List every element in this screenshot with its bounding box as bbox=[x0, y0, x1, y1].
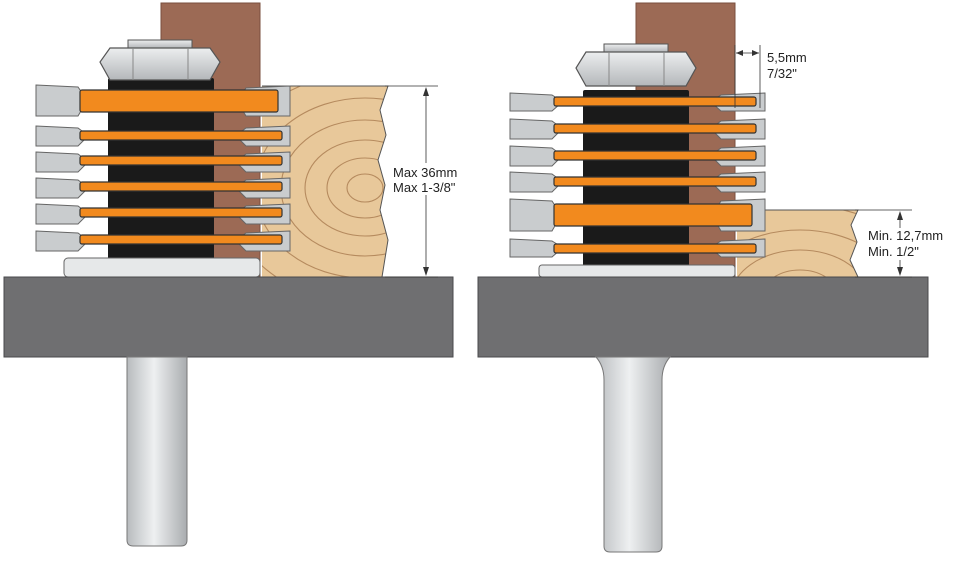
cutter-tooth bbox=[35, 151, 87, 173]
cutter-plate bbox=[79, 155, 283, 166]
left-workpiece bbox=[262, 85, 389, 278]
cutter-tooth bbox=[35, 203, 87, 225]
left-max-metric-label: Max 36mm bbox=[393, 165, 457, 180]
left-hex-nut bbox=[99, 39, 221, 81]
right-workpiece bbox=[737, 209, 859, 278]
right-setup: 5,5mm 7/32" Min. 12,7mm Min. 1/2" bbox=[477, 2, 952, 553]
cutter-tooth bbox=[509, 238, 561, 258]
cutter-tooth bbox=[509, 145, 561, 167]
cutter-plate bbox=[553, 150, 757, 161]
right-offset-dimension bbox=[734, 45, 761, 108]
cutter-plate bbox=[553, 176, 757, 187]
left-router-table bbox=[3, 276, 454, 358]
right-wood-grain bbox=[737, 210, 858, 277]
cutter-plate bbox=[553, 96, 757, 107]
cutter-tooth bbox=[509, 118, 561, 140]
right-min-metric-label: Min. 12,7mm bbox=[868, 228, 943, 243]
right-offset-metric-label: 5,5mm bbox=[767, 50, 807, 65]
right-bearing-collar bbox=[538, 264, 736, 278]
left-setup: Max 36mm Max 1-3/8" bbox=[3, 2, 457, 547]
right-cutter-plates bbox=[553, 96, 757, 254]
left-height-dimension bbox=[385, 85, 454, 278]
right-shank bbox=[594, 356, 672, 553]
cutter-tooth bbox=[509, 171, 561, 193]
cutter-tooth bbox=[509, 92, 561, 112]
cutter-tooth bbox=[35, 230, 87, 252]
cutter-tooth bbox=[509, 198, 561, 232]
cutter-tooth bbox=[35, 125, 87, 147]
right-router-table bbox=[477, 276, 929, 358]
cutter-plate bbox=[553, 243, 757, 254]
right-hex-nut bbox=[575, 43, 697, 87]
right-height-dimension bbox=[855, 209, 952, 278]
cutter-plate bbox=[79, 89, 279, 113]
cutter-plate bbox=[79, 234, 283, 245]
right-min-imperial-label: Min. 1/2" bbox=[868, 244, 919, 259]
left-cutter-plates bbox=[79, 89, 283, 245]
cutter-plate bbox=[553, 203, 753, 227]
cutter-plate bbox=[79, 181, 283, 192]
left-shank bbox=[126, 356, 188, 547]
left-max-imperial-label: Max 1-3/8" bbox=[393, 180, 456, 195]
cutter-tooth bbox=[35, 177, 87, 199]
left-bearing-collar bbox=[63, 257, 261, 278]
cutter-plate bbox=[79, 130, 283, 141]
cutter-plate bbox=[553, 123, 757, 134]
cutter-plate bbox=[79, 207, 283, 218]
right-offset-imperial-label: 7/32" bbox=[767, 66, 797, 81]
cutter-tooth bbox=[35, 84, 87, 117]
